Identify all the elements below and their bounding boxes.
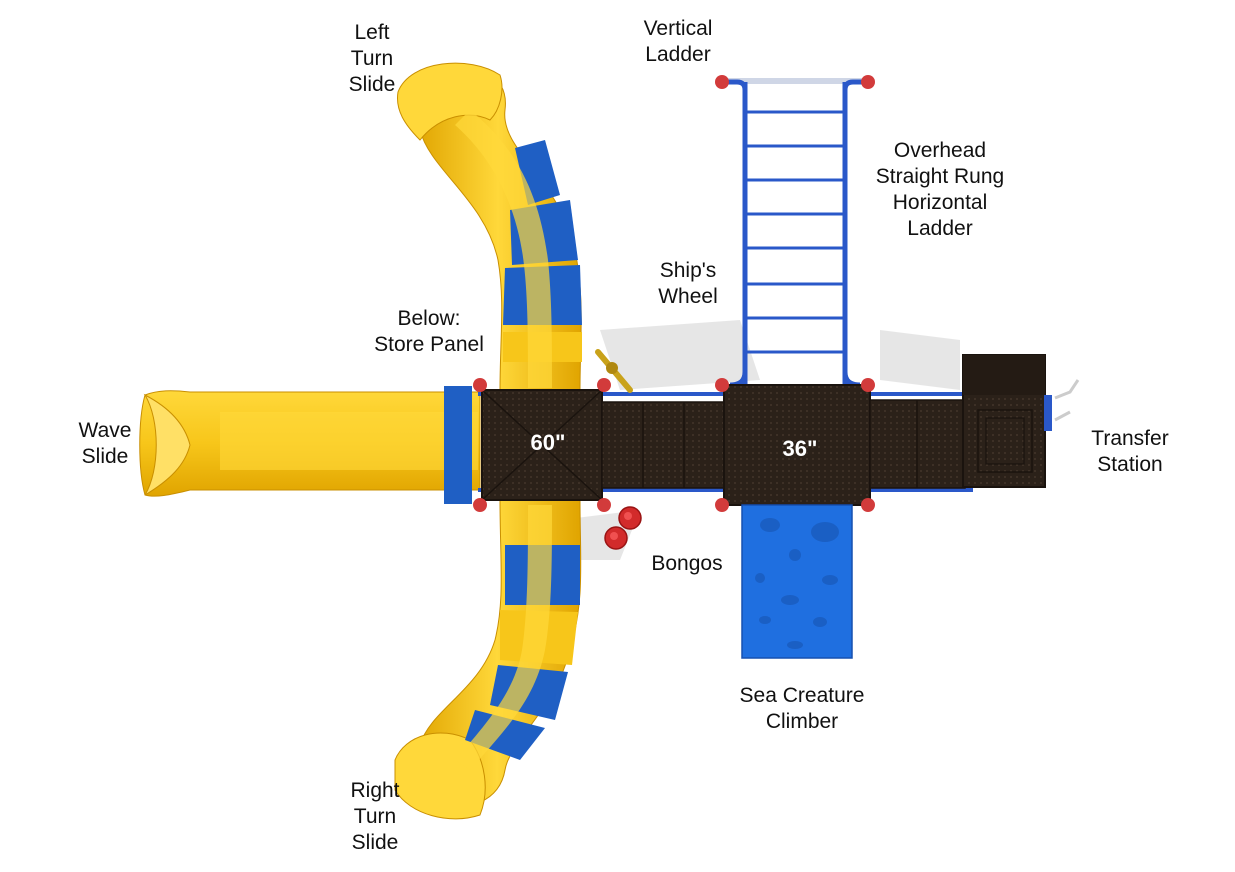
clamp: [861, 75, 875, 89]
bongos: [604, 506, 642, 550]
label-wave-slide: Wave Slide: [78, 419, 132, 468]
right-turn-slide: [394, 499, 582, 820]
label-transfer-station: Transfer Station: [1091, 427, 1169, 476]
deck-assembly: 60" 36": [473, 354, 1080, 512]
clamps: [473, 378, 875, 512]
label-sea-creature-climber: Sea Creature Climber: [739, 684, 865, 733]
label-vertical-ladder: Vertical Ladder: [643, 17, 713, 66]
label-left-turn-slide: Left Turn Slide: [348, 21, 396, 96]
label-store-panel: Below: Store Panel: [374, 307, 484, 356]
label-ships-wheel: Ship's Wheel: [658, 259, 718, 308]
ships-wheel: [595, 349, 633, 393]
sea-creature-climber: [741, 504, 853, 659]
overhead-ladder: [715, 75, 875, 390]
label-right-turn-slide: Right Turn Slide: [350, 779, 400, 854]
deck-36-label: 36": [783, 436, 818, 461]
bridge: [601, 401, 725, 489]
deck-60-label: 60": [531, 430, 566, 455]
wave-slide: [139, 386, 481, 504]
label-bongos: Bongos: [651, 552, 723, 575]
label-overhead-ladder: Overhead Straight Rung Horizontal Ladder: [875, 139, 1005, 240]
clamp: [715, 75, 729, 89]
left-turn-slide: [396, 62, 582, 391]
